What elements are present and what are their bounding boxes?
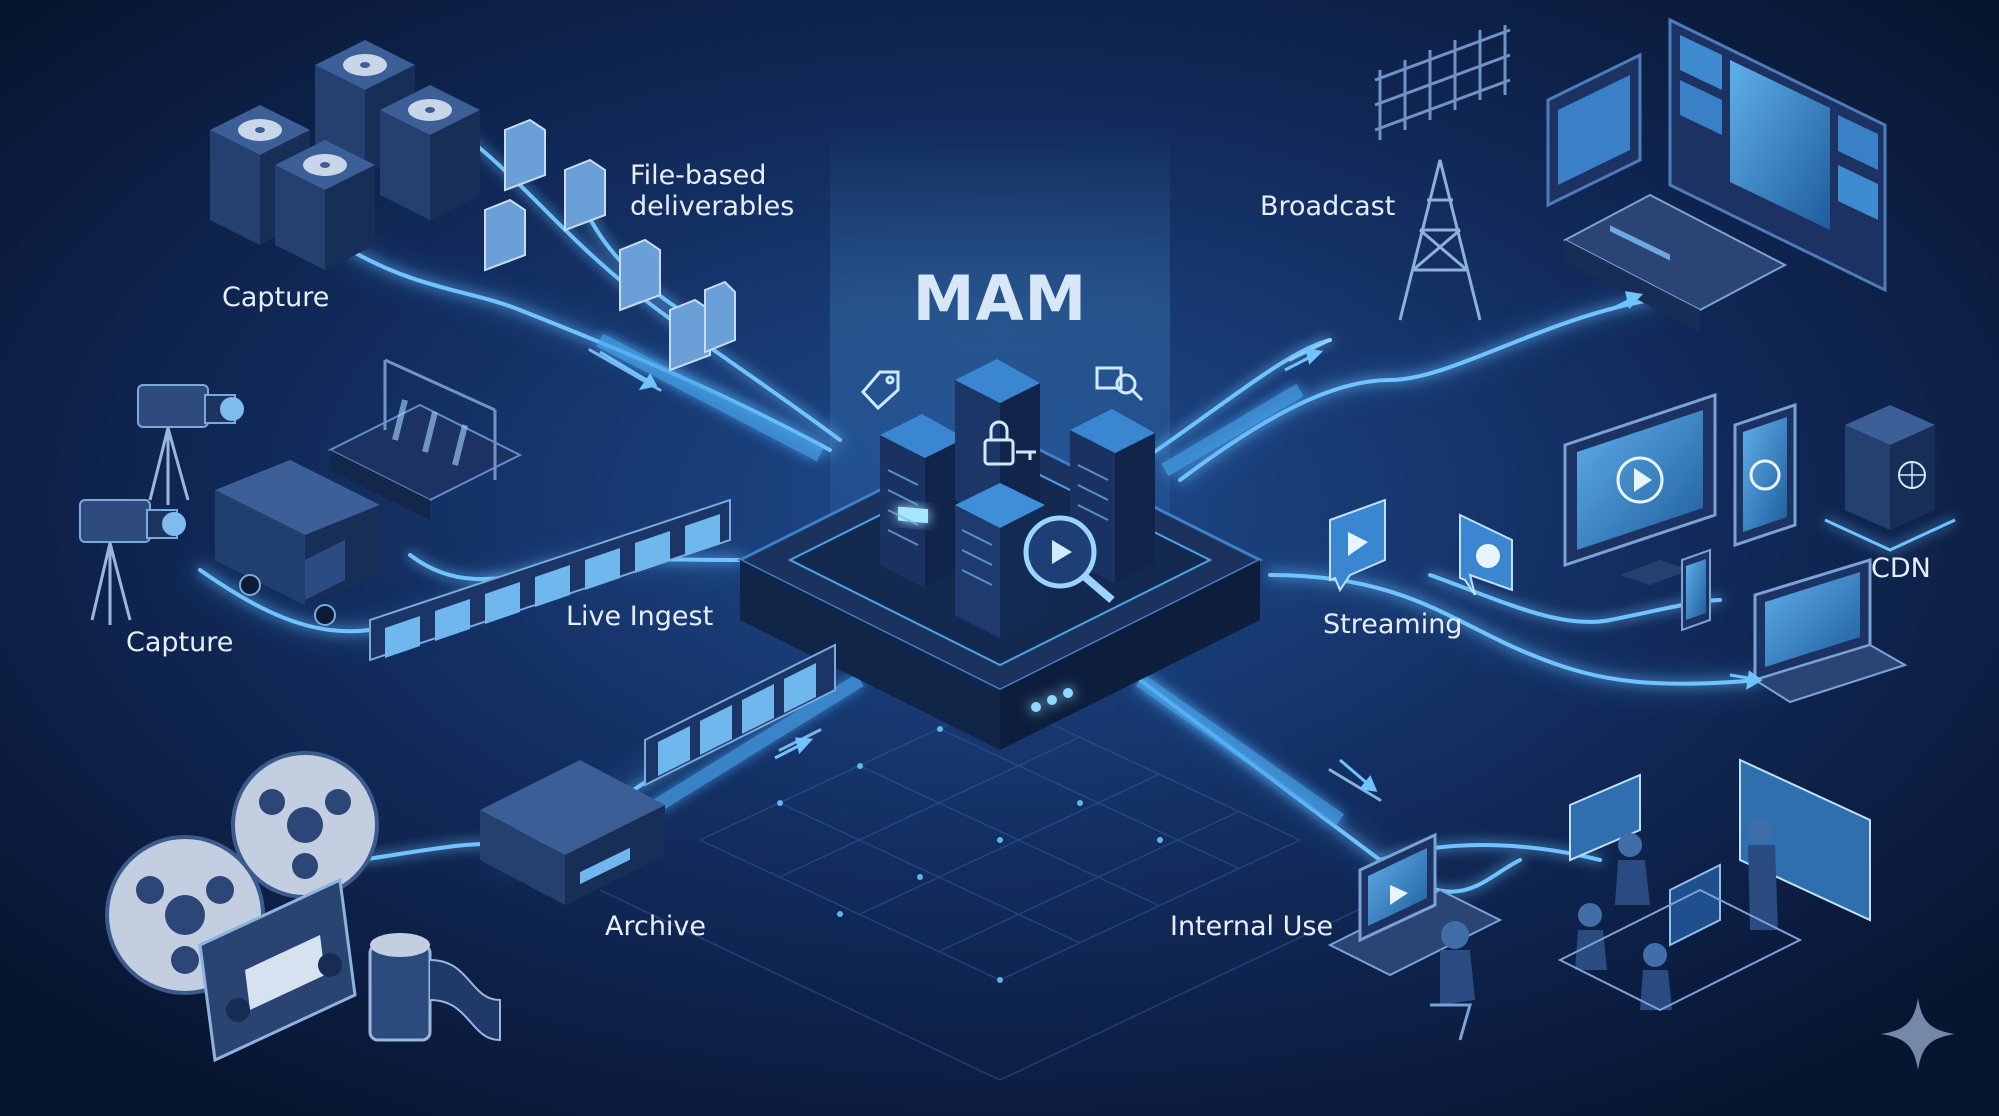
magnifier-video-icon [1023,515,1115,604]
document-icon [504,118,546,192]
tv-monitor [1563,392,1717,585]
film-reel [231,751,379,899]
label-capture-mid: Capture [126,627,234,658]
label-broadcast: Broadcast [1260,191,1396,222]
team-workspace [1557,758,1871,1012]
broadcast-truck [215,460,380,626]
film-strip-live [369,498,731,662]
hub-pipes [596,333,1420,826]
storage-servers [210,40,480,270]
document-icon [619,238,661,312]
disk-server [380,85,480,220]
label-cdn: CDN [1871,553,1931,584]
play-bubble-icon [1329,498,1386,593]
floor-grid [599,699,1401,1081]
document-icon [564,158,606,232]
broadcast-tower [1374,25,1511,321]
hub-status-lights [1031,688,1073,712]
play-bubble-icon [1459,513,1513,596]
laptop [1752,557,1908,704]
film-canister [368,933,501,1042]
person-icon [1578,818,1772,967]
flow-arrows [599,291,1763,792]
mam-hub: MAM [736,130,1264,750]
server-rack [880,414,965,588]
document-icon [704,280,736,354]
control-desk [1562,193,1788,332]
person-icon [1441,921,1469,949]
lock-key-icon [983,420,1036,466]
film-strip-archive [644,643,836,787]
archive-deck [480,760,665,905]
editing-workstation [1327,832,1503,1041]
sparkle-icon [1881,998,1955,1070]
page-title: MAM [913,262,1087,335]
label-streaming: Streaming [1323,609,1463,640]
label-internal-use: Internal Use [1170,911,1334,942]
label-archive: Archive [605,911,707,942]
video-camera [79,499,186,625]
concert-stage [327,358,523,520]
label-live-ingest: Live Ingest [566,601,714,632]
hub-servers [880,359,1155,638]
label-capture-top: Capture [222,282,330,313]
hub-platform-left [740,560,1000,750]
grid-nodes [777,726,1163,983]
smartphone [1681,548,1711,632]
search-film-icon [1095,366,1144,402]
video-wall [1546,17,1887,293]
cdn-server [1824,405,1956,552]
video-camera [137,384,244,505]
document-icon [484,198,526,272]
tag-icon [860,370,900,411]
tablet [1733,402,1797,548]
vhs-tape [198,877,357,1063]
file-documents [484,118,736,372]
label-file-based-deliverables: File-based deliverables [630,160,795,222]
disk-server [275,140,375,270]
hub-platform-right [1000,560,1260,750]
